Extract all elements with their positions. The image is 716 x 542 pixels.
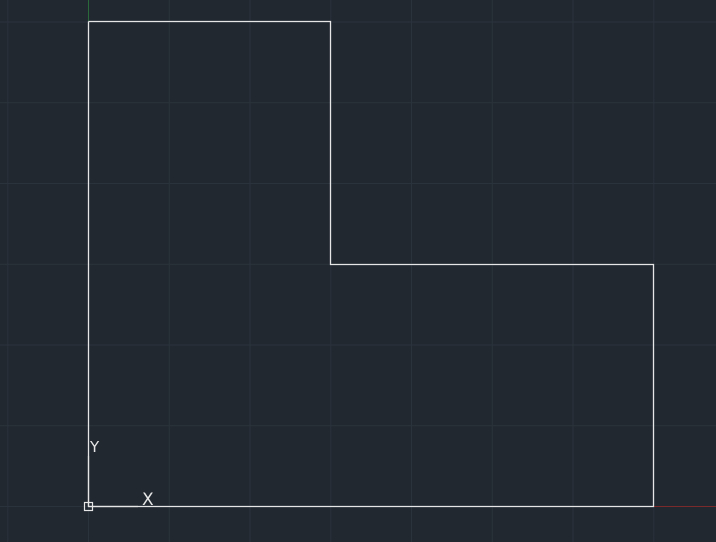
ucs-y-label: Y [89,438,100,456]
ucs-icon: X Y [83,438,154,512]
ucs-x-label: X [142,490,154,510]
ucs-origin-square-icon [83,501,94,512]
